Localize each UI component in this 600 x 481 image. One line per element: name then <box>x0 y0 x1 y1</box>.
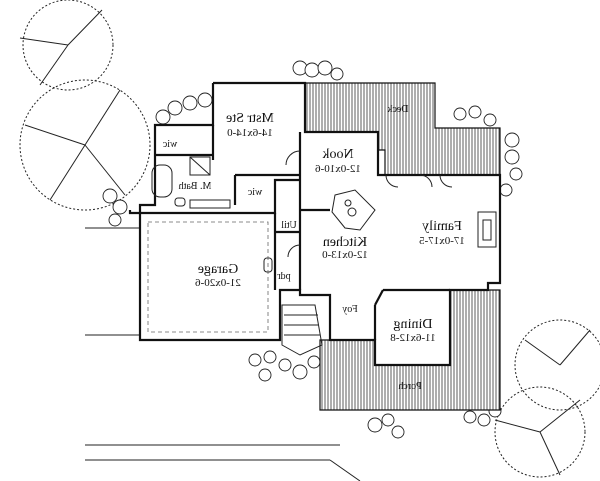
family-dims: 17-0x17-5 <box>419 235 465 247</box>
dining-dims: 11-6x12-8 <box>390 332 436 344</box>
mstr-ste-dims: 14-6x14-0 <box>227 127 273 139</box>
nook-name: Nook <box>322 147 353 162</box>
nook-dims: 12-0x10-6 <box>315 163 361 175</box>
landscape-trees <box>19 0 600 478</box>
porch-label-group: Porch <box>398 381 421 392</box>
nook-label-group: Nook 12-0x10-6 <box>315 147 361 175</box>
deck-label-group: Deck <box>387 104 408 115</box>
dining-label-group: Dining 11-6x12-8 <box>390 317 436 344</box>
family-name: Family <box>422 219 462 234</box>
fixtures <box>147 150 497 356</box>
porch-name: Porch <box>398 381 421 392</box>
m-bath-name: M. Bath <box>179 181 212 192</box>
room-labels: Mstr Ste 14-6x14-0 Deck Nook 12-0x10-6 w… <box>162 104 465 392</box>
wic-2-label-group: wic <box>247 187 262 198</box>
exterior-walls <box>128 81 502 367</box>
foy-name: Foy <box>342 304 358 315</box>
pdr-label-group: pdr <box>277 271 291 282</box>
garage-name: Garage <box>198 262 238 277</box>
wic-1-name: wic <box>162 139 177 150</box>
tree-top-left <box>19 0 114 91</box>
util-label-group: Util <box>281 220 297 231</box>
deck-name: Deck <box>387 104 408 115</box>
kitchen-label-group: Kitchen 12-0x13-0 <box>322 235 368 261</box>
landscape-shrubs <box>102 60 523 439</box>
m-bath-label-group: M. Bath <box>179 181 212 192</box>
wic-1-label-group: wic <box>162 139 177 150</box>
tree-left <box>19 79 151 211</box>
mstr-ste-label-group: Mstr Ste 14-6x14-0 <box>226 111 274 139</box>
kitchen-name: Kitchen <box>323 235 367 250</box>
mstr-ste-name: Mstr Ste <box>226 111 274 126</box>
kitchen-dims: 12-0x13-0 <box>322 249 368 261</box>
family-label-group: Family 17-0x17-5 <box>419 219 465 247</box>
dining-name: Dining <box>394 317 433 332</box>
tree-right-upper <box>514 319 600 411</box>
garage-label-group: Garage 21-0x20-6 <box>195 262 241 289</box>
tree-right-lower <box>494 386 586 478</box>
garage-dims: 21-0x20-6 <box>195 277 241 289</box>
wic-2-name: wic <box>247 187 262 198</box>
util-name: Util <box>281 220 297 231</box>
foy-label-group: Foy <box>342 304 358 315</box>
pdr-name: pdr <box>277 271 291 282</box>
driveway <box>85 227 361 481</box>
